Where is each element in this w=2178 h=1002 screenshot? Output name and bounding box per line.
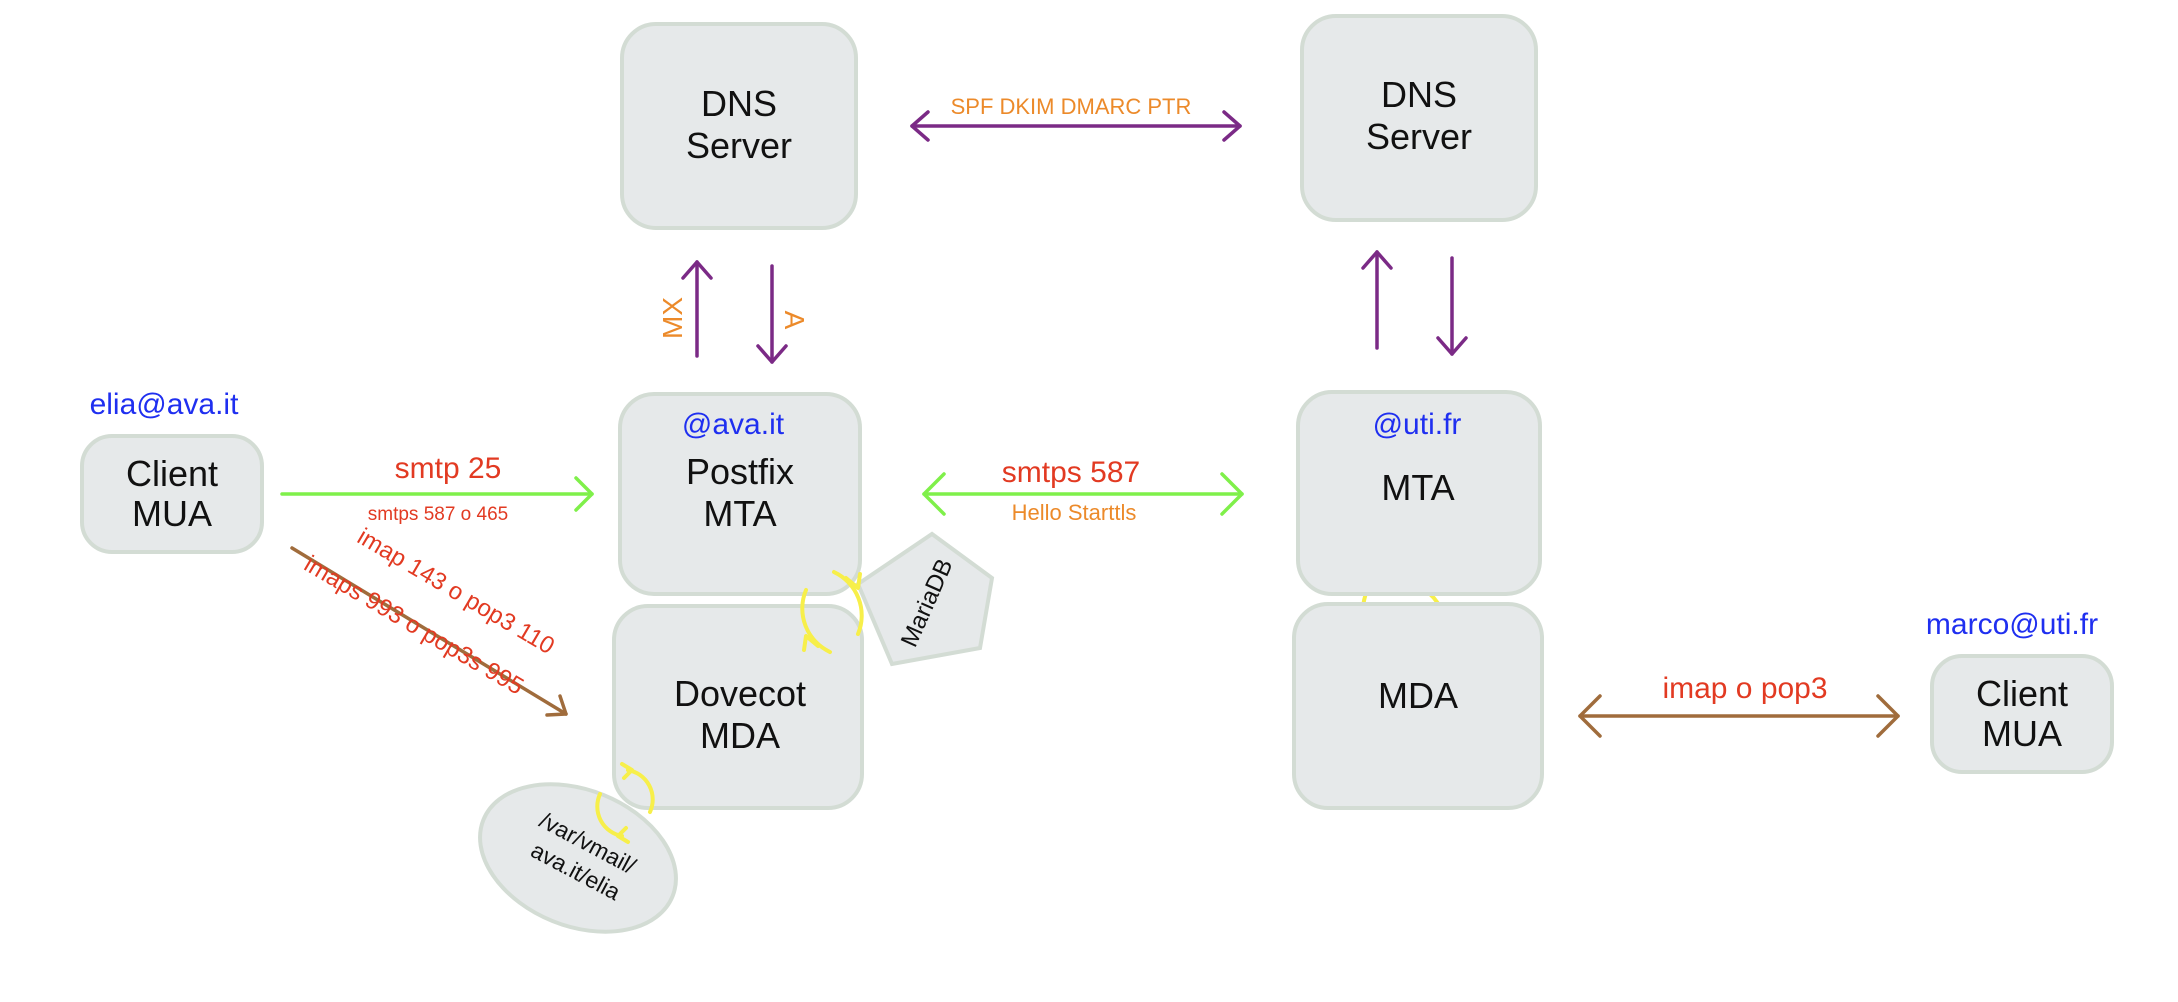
dovecot-line1: Dovecot [674,673,806,714]
left-client-line2: MUA [132,493,212,534]
left-dns-line2: Server [686,125,792,166]
smtp-main-label: smtp 25 [395,452,502,485]
dovecot-line2: MDA [700,715,780,756]
right-dns-server: DNS Server [1300,14,1538,222]
right-client-address: marco@uti.fr [1926,608,2098,641]
dovecot-mda: Dovecot MDA [612,604,864,810]
mx-label: MX [657,297,688,339]
left-dns-server: DNS Server [620,22,858,230]
mailbox-store: /var/vmail/ ava.it/elia [478,782,678,934]
postfix-dovecot-sync-icon [800,570,864,654]
left-dns-line1: DNS [701,83,777,124]
mx-query-arrow [681,260,713,358]
smtp-arrow [280,476,594,512]
a-label: A [779,311,810,330]
left-client-line1: Client [126,453,218,494]
a-response-arrow [756,264,788,364]
right-mta-line1: MTA [1381,467,1454,508]
mta-link-sub-label: Hello Starttls [1012,500,1137,525]
right-dns-line1: DNS [1381,74,1457,115]
smtp-sub-label: smtps 587 o 465 [368,504,508,525]
mta-link-arrow [922,472,1244,516]
mailbox-sync-icon [595,762,655,844]
left-client-address: elia@ava.it [90,388,240,421]
mta-link-main-label: smtps 587 [1002,456,1140,489]
right-client-line1: Client [1976,673,2068,714]
left-client-mua: Client MUA [80,434,264,554]
right-dns-line2: Server [1366,116,1472,157]
postfix-domain: @ava.it [682,408,785,441]
right-dns-up-arrow [1361,250,1393,350]
right-dns-down-arrow [1436,256,1468,356]
right-imap-arrow [1578,694,1900,738]
right-mda-line1: MDA [1378,675,1458,716]
dns-link-label: SPF DKIM DMARC PTR [951,94,1192,119]
right-client-mua: Client MUA [1930,654,2114,774]
imap-arrow [290,546,568,717]
postfix-line2: MTA [703,493,776,534]
right-mta: @uti.fr MTA [1296,390,1542,596]
right-mda: MDA [1292,602,1544,810]
postfix-mta: @ava.it Postfix MTA [618,392,862,596]
right-client-line2: MUA [1982,713,2062,754]
postfix-line1: Postfix [686,451,794,492]
mariadb-store: MariaDB [855,531,995,667]
dns-link-arrow [910,110,1242,142]
right-mta-domain: @uti.fr [1373,408,1462,441]
right-link-label: imap o pop3 [1662,672,1827,705]
